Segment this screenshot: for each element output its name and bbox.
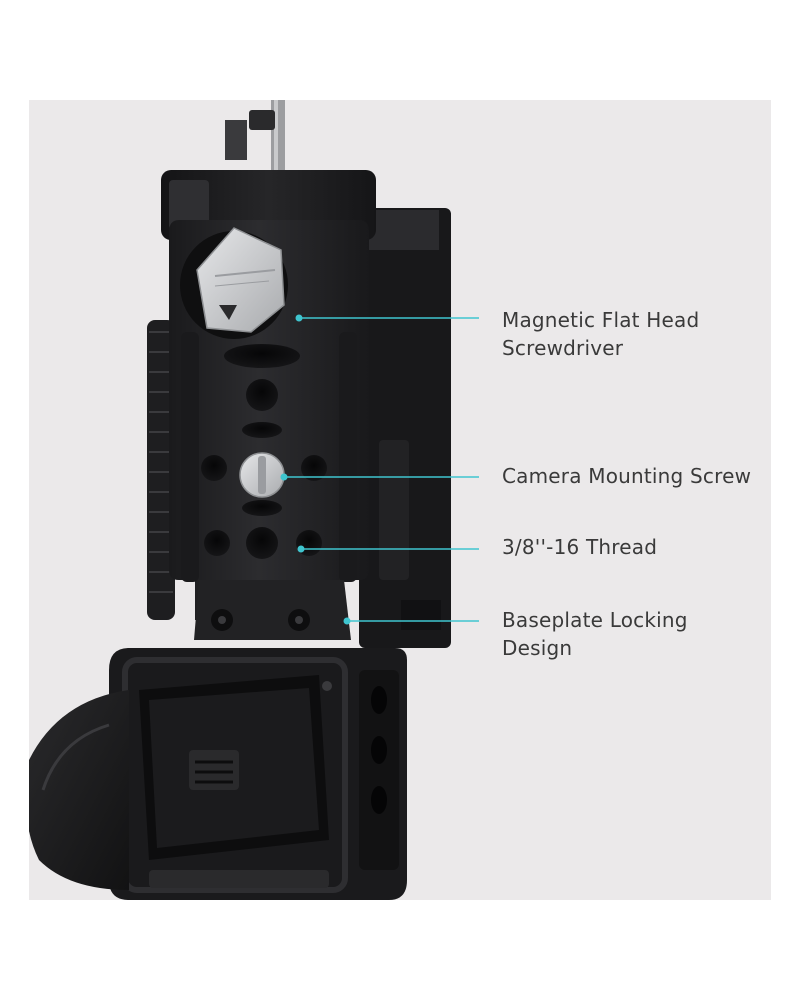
leader-dots [280, 314, 351, 625]
callout-screwdriver-label: Magnetic Flat Head Screwdriver [502, 308, 700, 360]
camera-body [359, 208, 451, 648]
callout-mounting-screw-label: Camera Mounting Screw [502, 464, 752, 488]
hand-grip [29, 690, 129, 890]
callout-locking-label: Baseplate Locking Design [502, 608, 688, 660]
leader-lines [284, 317, 479, 622]
callout-thread-label: 3/8''-16 Thread [502, 535, 658, 559]
camera-mounting-screw [239, 452, 285, 498]
top-rod [225, 100, 285, 190]
plate-holes [201, 344, 327, 559]
camera-cage-illustration [29, 100, 479, 900]
baseplate-locking-tab [194, 580, 351, 640]
l-bracket [109, 648, 407, 900]
product-photo: Magnetic Flat Head Screwdriver Camera Mo… [29, 100, 771, 900]
screwdriver-recess [180, 227, 288, 339]
